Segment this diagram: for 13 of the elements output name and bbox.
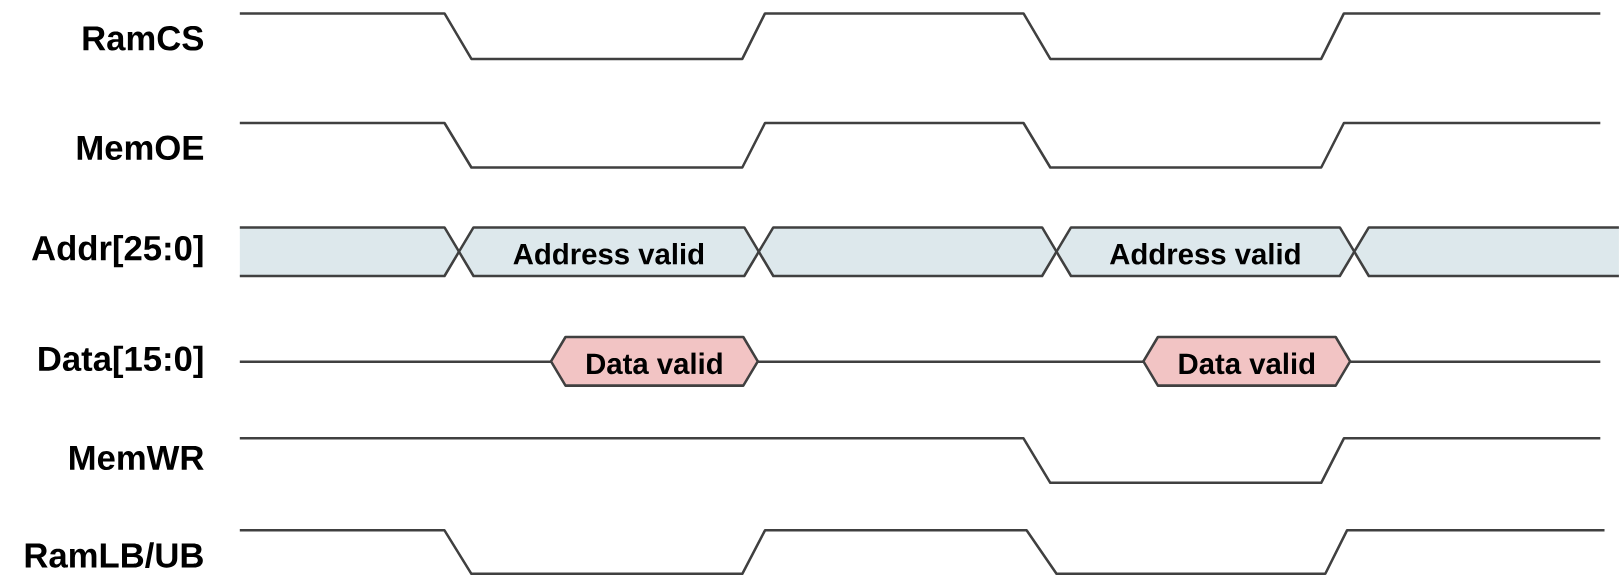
- bus-segment: [1353, 226, 1619, 278]
- bus-segment: [757, 226, 1058, 278]
- bus-segment: Address valid: [1055, 226, 1356, 278]
- signal-name: RamCS: [83, 26, 204, 51]
- signal-name: RamLB/UB: [25, 542, 203, 569]
- signal-name: MemWR: [70, 445, 204, 471]
- signal-name: Data[15:0]: [39, 345, 203, 378]
- data-segment: Data valid: [549, 335, 760, 387]
- signal-name: Addr[25:0]: [31, 235, 203, 268]
- bus-segment: Address valid: [457, 226, 761, 278]
- signal-name: MemOE: [77, 135, 204, 161]
- bus-segment: [239, 226, 461, 278]
- data-segment: Data valid: [1142, 335, 1352, 387]
